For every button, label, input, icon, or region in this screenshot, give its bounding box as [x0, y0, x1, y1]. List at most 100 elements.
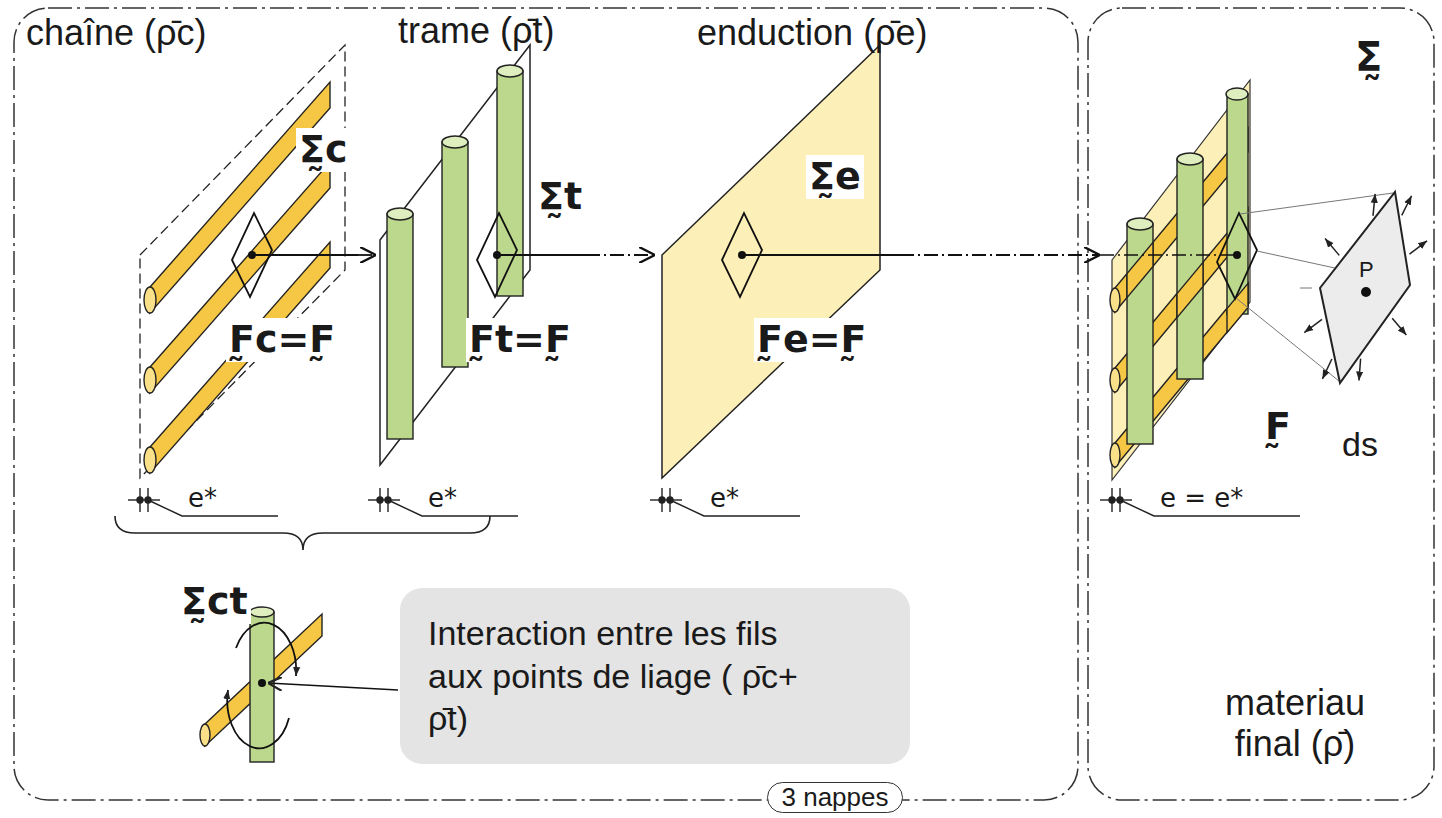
warp-sheet: [252, 254, 358, 256]
panel-outline: [14, 8, 1078, 800]
weft-layer: trame (ρ̄t) Σ̰tF̰t=F̰: [376, 8, 586, 478]
weft-sheet: [442, 142, 468, 367]
yarn-crossing: [250, 612, 274, 762]
yarn-crossing: [250, 607, 274, 617]
coating-sheet: [662, 45, 900, 478]
thickness-symbol: [137, 497, 143, 503]
stress-symbol: Σ̰e: [806, 155, 864, 199]
weft-sheet: [380, 45, 586, 465]
woven-fabric: [1233, 251, 1241, 259]
thickness-symbol: [659, 497, 665, 503]
woven-fabric: [1127, 242, 1153, 297]
warp-sheet: [140, 45, 358, 478]
thickness-symbol: [128, 499, 160, 500]
gradient-symbol: F̰: [1262, 405, 1294, 449]
surface-element: Σ̰Pds: [1312, 30, 1430, 475]
stress-symbol: Σ̰c: [296, 128, 350, 172]
layer-title: trame (ρ̄t): [398, 10, 554, 51]
flow-connector: [1300, 288, 1312, 289]
thickness-label: e*: [188, 484, 217, 514]
brace: [115, 516, 490, 550]
stress-arrow: [1392, 318, 1406, 335]
interaction-box: Interaction entre les fils aux points de…: [400, 588, 910, 764]
surface-element: [1320, 192, 1410, 383]
leader-line: [1240, 193, 1393, 214]
coating-layer: enduction (ρ̄e)Σ̰eF̰e=F̰: [655, 8, 900, 486]
panel-outline: [1088, 8, 1434, 800]
stress-arrow: [1304, 319, 1322, 332]
gradient-equation: F̰c=F̰: [226, 318, 338, 362]
woven-fabric: F̰: [1100, 60, 1300, 490]
woven-fabric: [1100, 80, 1257, 480]
flow-connector: [586, 254, 655, 256]
stress-symbol: Σ̰ct: [178, 580, 251, 624]
panel-label: 3 nappes: [767, 782, 904, 813]
layer-title: chaîne (ρ̄c): [26, 12, 207, 53]
panel-title: materiau final (ρ̄): [1205, 682, 1385, 765]
gradient-equation: F̰e=F̰: [754, 318, 870, 362]
warp-sheet: [140, 45, 345, 478]
weft-sheet: [387, 214, 413, 439]
stress-arrow: [1409, 241, 1427, 254]
stress-arrow: [1373, 194, 1375, 216]
stress-arrow: [1325, 239, 1339, 256]
surface-element: [1304, 194, 1427, 381]
stress-arrow: [1359, 359, 1361, 381]
warp-layer: chaîne (ρ̄c) Σ̰cF̰c=F̰: [20, 8, 358, 486]
stress-symbol: Σ̰t: [535, 175, 585, 219]
thickness-label: e*: [710, 484, 739, 514]
weft-sheet: [387, 65, 523, 439]
woven-fabric: [1227, 94, 1248, 314]
leader-line: [1236, 298, 1339, 381]
thickness-symbol: [650, 499, 682, 500]
woven-fabric: [1110, 288, 1120, 312]
interaction-note: Interaction entre les fils aux points de…: [428, 612, 823, 740]
woven-fabric: [1177, 262, 1203, 317]
woven-fabric: [1217, 213, 1257, 299]
thickness-symbol: [368, 499, 400, 500]
yarn-crossing: [200, 607, 398, 762]
thickness-symbol: [1100, 499, 1132, 500]
yarn-crossing: [236, 623, 296, 676]
stress-symbol: Σ̰: [1352, 34, 1385, 80]
thickness-label: e = e*: [1160, 484, 1243, 514]
woven-fabric: [1112, 80, 1250, 480]
flow-connector: [358, 254, 376, 256]
surface-element: [1361, 287, 1371, 297]
weft-sheet: [497, 71, 523, 296]
coating-sheet: [742, 254, 900, 256]
woven-fabric: [1226, 88, 1248, 100]
woven-fabric: [1127, 88, 1248, 444]
final-panel: F̰Σ̰Pdsmateriau final (ρ̄): [1088, 8, 1434, 800]
stress-arrow: [1322, 359, 1331, 379]
gradient-equation: F̰t=F̰: [466, 318, 574, 362]
weft-sheet: [497, 254, 586, 256]
woven-fabric: [1177, 159, 1203, 379]
thickness-symbol: [377, 497, 383, 503]
panel-outline: [14, 8, 1434, 800]
yarn-crossing: [268, 683, 398, 690]
thickness-symbol: [1109, 497, 1115, 503]
layer-panel: chaîne (ρ̄c) Σ̰cF̰c=F̰ trame (ρ̄t) Σ̰tF̰t=F…: [14, 8, 1078, 800]
flow-connector: [900, 254, 1100, 256]
weft-sheet: [497, 65, 523, 77]
yarn-crossing: [200, 724, 210, 746]
woven-fabric: [1100, 254, 1237, 256]
coating-sheet: [662, 45, 880, 478]
woven-fabric: [1127, 218, 1153, 230]
woven-fabric: [1127, 224, 1153, 444]
layer-title: enduction (ρ̄e): [697, 12, 928, 53]
warp-sheet: [144, 287, 156, 313]
yarn-crossing: [258, 679, 266, 687]
weft-sheet: [442, 136, 468, 148]
point-label: P: [1359, 257, 1374, 282]
surface-element: [1304, 192, 1427, 383]
woven-fabric: [1110, 443, 1120, 467]
thickness-label: e*: [428, 484, 457, 514]
warp-sheet: [144, 447, 156, 473]
weft-sheet: [387, 208, 413, 220]
stress-arrow: [1402, 196, 1412, 216]
warp-sheet: [144, 367, 156, 393]
yarn-crossing: [227, 690, 289, 748]
